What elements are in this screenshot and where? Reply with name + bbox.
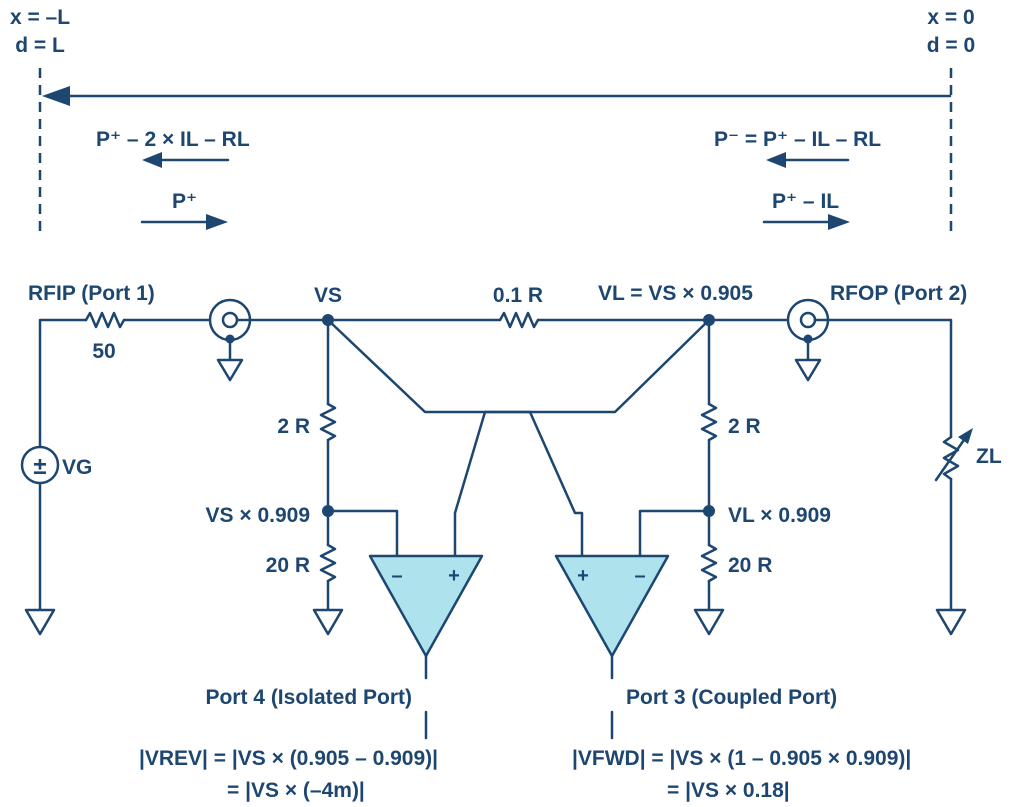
source-resistor [84, 311, 126, 329]
incident-wave-source-label: P⁺ [172, 190, 197, 213]
reflected-wave-load-label: P⁻ = P⁺ – IL – RL [714, 128, 881, 151]
port1-label: RFIP (Port 1) [28, 282, 155, 305]
incident-wave-load-label: P⁺ – IL [772, 190, 839, 213]
right-amp-minus-sign: – [634, 565, 645, 587]
incident-wave-load-arrowhead [828, 214, 850, 230]
left-plane-d-label: d = L [15, 34, 65, 57]
vfwd-equation-line1: |VFWD| = |VS × (1 – 0.905 × 0.909)| [572, 747, 911, 770]
reflected-wave-source-arrowhead [142, 152, 162, 168]
port1-connector-center [221, 311, 239, 329]
voltage-source-label: VG [62, 456, 92, 479]
right-top-resistor-label: 2 R [728, 415, 761, 438]
right-amp-plus-wire [326, 318, 584, 558]
right-bottom-resistor-label: 20 R [728, 554, 772, 577]
port2-label: RFOP (Port 2) [830, 282, 967, 305]
port2-connector-center [799, 311, 817, 329]
left-top-resistor [319, 402, 337, 442]
port1-ground-icon [216, 358, 244, 382]
left-amp-minus-wire [326, 509, 399, 558]
series-resistor-label: 0.1 R [493, 284, 543, 307]
source-top-wire [38, 318, 88, 449]
vs-node-label: VS [314, 284, 342, 307]
distance-arrow-head [42, 86, 70, 106]
left-plane-x-label: x = –L [10, 6, 70, 29]
port3-label: Port 3 (Coupled Port) [626, 686, 837, 709]
right-amp-plus-sign: + [577, 565, 589, 587]
reflected-wave-load-arrowhead [766, 152, 786, 168]
voltage-source-icon [20, 445, 60, 485]
port2-ground-icon [794, 358, 822, 382]
right-plane-d-label: d = 0 [927, 34, 975, 57]
port4-label: Port 4 (Isolated Port) [205, 686, 412, 709]
vfwd-equation-line2: = |VS × 0.18| [667, 779, 790, 802]
load-top-wire [813, 318, 953, 439]
isolated-port-amplifier [368, 554, 484, 658]
right-top-resistor [700, 402, 718, 442]
left-top-resistor-label: 2 R [277, 415, 310, 438]
right-tap-label: VL × 0.909 [728, 504, 831, 527]
vrev-equation-line1: |VREV| = |VS × (0.905 – 0.909)| [139, 747, 438, 770]
vl-node-label: VL = VS × 0.905 [598, 282, 753, 305]
left-amp-minus-sign: – [391, 565, 402, 587]
vrev-equation-line2: = |VS × (–4m)| [227, 779, 365, 802]
load-variable-arrow [934, 435, 968, 482]
right-divider-ground-icon [693, 608, 725, 636]
incident-wave-source-arrowhead [206, 214, 228, 230]
left-divider-ground-icon [312, 608, 344, 636]
source-resistor-label: 50 [92, 340, 115, 363]
left-bottom-resistor [319, 543, 337, 583]
source-ground-icon [24, 608, 56, 636]
right-amp-minus-wire [638, 509, 711, 558]
series-resistor [498, 311, 540, 329]
left-bottom-resistor-label: 20 R [266, 554, 310, 577]
left-amp-plus-sign: + [448, 565, 460, 587]
right-plane-x-label: x = 0 [927, 6, 974, 29]
voltage-source-symbol: ± [33, 453, 46, 480]
left-tap-label: VS × 0.909 [206, 504, 311, 527]
reflected-wave-source-label: P⁺ – 2 × IL – RL [96, 128, 250, 151]
coupled-port-amplifier [554, 554, 670, 658]
right-bottom-resistor [700, 543, 718, 583]
load-ground-icon [935, 608, 967, 636]
load-label: ZL [976, 445, 1002, 468]
load-variable-arrowhead [958, 428, 973, 444]
load-resistor [942, 435, 960, 481]
